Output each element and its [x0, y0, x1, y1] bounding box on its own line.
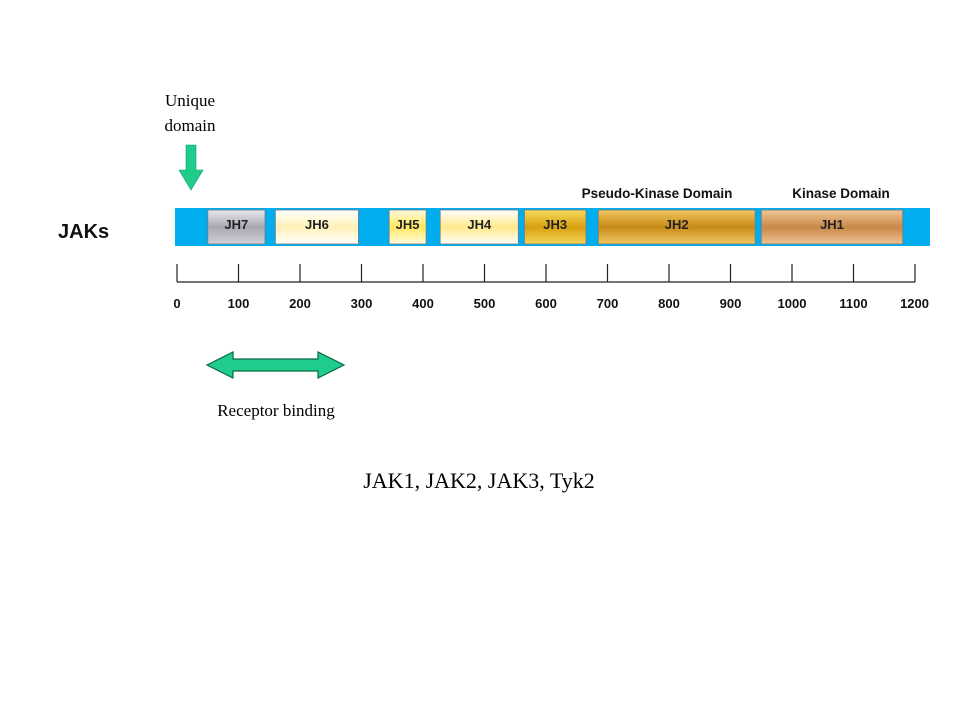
domain-label-jh2: JH2 — [665, 217, 689, 232]
domain-label-jh7: JH7 — [224, 217, 248, 232]
scale-tick-label: 1200 — [900, 296, 929, 311]
amino-acid-scale: 0 100 200 300 400 500 600 700 800 900 1000 1100 1200 — [173, 264, 929, 311]
unique-domain-arrow-icon — [178, 144, 204, 191]
domain-label-jh3: JH3 — [543, 217, 567, 232]
domain-label-jh1: JH1 — [820, 217, 844, 232]
receptor-binding-arrow-icon — [205, 351, 346, 379]
scale-tick-label: 1000 — [778, 296, 807, 311]
domain-block-jh2 — [597, 209, 756, 245]
domain-blocks: JH7 JH6 JH5 JH4 JH3 JH2 JH1 — [207, 209, 904, 245]
scale-tick-label: 700 — [597, 296, 619, 311]
scale-tick-label: 0 — [173, 296, 180, 311]
domain-block-jh4 — [439, 209, 519, 245]
family-label: JAKs — [58, 221, 109, 243]
domain-label-jh6: JH6 — [305, 217, 329, 232]
scale-tick-label: 900 — [720, 296, 742, 311]
receptor-binding-label: Receptor binding — [217, 401, 335, 420]
scale-tick-label: 500 — [474, 296, 496, 311]
scale-tick-label: 1100 — [839, 296, 867, 311]
pseudo-kinase-domain-label: Pseudo-Kinase Domain — [582, 186, 733, 201]
unique-domain-label-line2: domain — [165, 116, 216, 135]
jak-members-label: JAK1, JAK2, JAK3, Tyk2 — [363, 468, 595, 493]
scale-tick-label: 600 — [535, 296, 557, 311]
kinase-domain-label: Kinase Domain — [792, 186, 890, 201]
scale-tick-label: 100 — [228, 296, 250, 311]
domain-block-jh5 — [388, 209, 427, 245]
domain-block-jh6 — [274, 209, 359, 245]
scale-tick-label: 200 — [289, 296, 311, 311]
unique-domain-label-line1: Unique — [165, 91, 215, 110]
domain-label-jh4: JH4 — [467, 217, 492, 232]
domain-label-jh5: JH5 — [396, 217, 420, 232]
scale-tick-label: 300 — [351, 296, 373, 311]
domain-block-jh1 — [760, 209, 904, 245]
domain-block-jh7 — [207, 209, 266, 245]
scale-tick-label: 800 — [658, 296, 680, 311]
scale-tick-label: 400 — [412, 296, 434, 311]
domain-block-jh3 — [524, 209, 587, 245]
